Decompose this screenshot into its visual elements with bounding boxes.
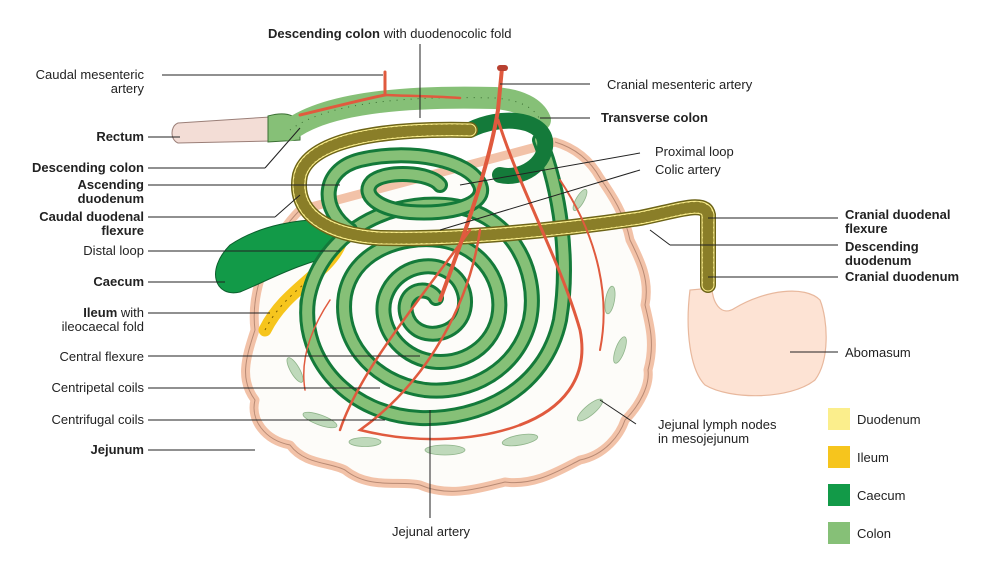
label-descending-colon: Descending colon bbox=[32, 160, 144, 175]
duodenum bbox=[290, 121, 716, 293]
label-jejunum: Jejunum bbox=[90, 442, 144, 457]
legend-swatch-colon bbox=[828, 522, 850, 544]
label-cranial-duodenum: Cranial duodenum bbox=[845, 269, 960, 284]
label-proximal-loop: Proximal loop bbox=[655, 144, 734, 159]
label-distal-loop: Distal loop bbox=[83, 243, 144, 258]
label-descending-colon-fold: Descending colon with duodenocolic fold bbox=[268, 26, 512, 41]
label-central-flexure: Central flexure bbox=[59, 349, 144, 364]
label-transverse-colon: Transverse colon bbox=[601, 110, 708, 125]
lymph-nodes bbox=[286, 189, 627, 456]
legend-swatch-caecum bbox=[828, 484, 850, 506]
leader-lines bbox=[148, 44, 838, 518]
arteries bbox=[298, 65, 605, 441]
legend-swatch-duodenum bbox=[828, 408, 850, 430]
legend-label-colon: Colon bbox=[857, 526, 891, 541]
legend-label-caecum: Caecum bbox=[857, 488, 906, 503]
legend-label-duodenum: Duodenum bbox=[857, 412, 921, 427]
label-colic-artery: Colic artery bbox=[655, 162, 721, 177]
label-cranial-mesenteric-artery: Cranial mesenteric artery bbox=[607, 77, 753, 92]
label-abomasum: Abomasum bbox=[845, 345, 911, 360]
label-caecum: Caecum bbox=[93, 274, 144, 289]
label-centripetal-coils: Centripetal coils bbox=[51, 380, 145, 395]
label-centrifugal-coils: Centrifugal coils bbox=[51, 412, 145, 427]
abomasum bbox=[687, 287, 827, 397]
caecum bbox=[215, 219, 341, 294]
legend-label-ileum: Ileum bbox=[857, 450, 889, 465]
label-rectum: Rectum bbox=[96, 129, 144, 144]
label-jejunal-artery: Jejunal artery bbox=[392, 524, 471, 539]
legend-swatch-ileum bbox=[828, 446, 850, 468]
spiral-colon bbox=[299, 132, 572, 427]
